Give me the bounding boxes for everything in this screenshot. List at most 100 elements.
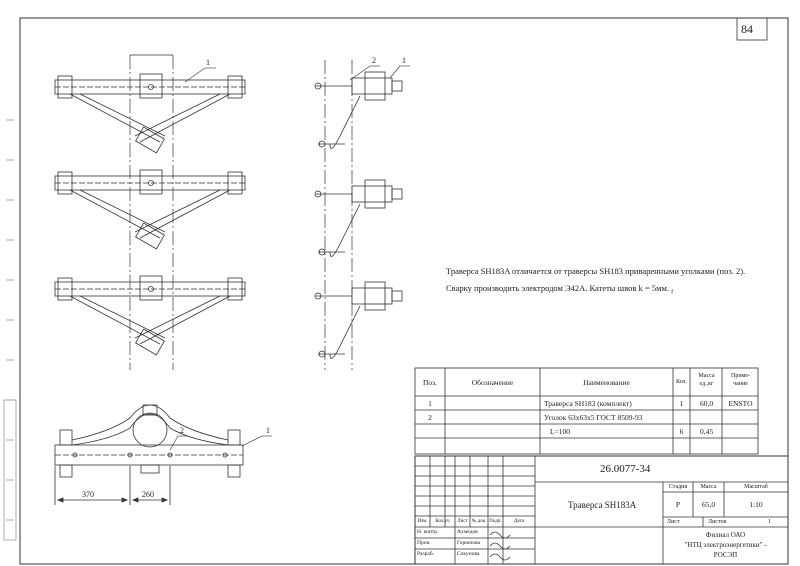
sheet-frame <box>19 17 789 565</box>
callout-2-plan: 2 <box>180 426 184 435</box>
side-nut <box>314 292 322 300</box>
side-brace <box>329 305 361 359</box>
side-lower-nut <box>318 140 326 148</box>
spec-cell-mass: 60,0 <box>699 399 714 408</box>
signer-name: Горюнова <box>457 540 480 546</box>
crossarm-side-1 <box>314 71 403 149</box>
bolt <box>148 84 154 90</box>
mass-label: Масса <box>700 484 717 490</box>
scale-value: 1:10 <box>749 500 763 509</box>
stage-label: Стадия <box>668 484 688 490</box>
title-block-grid <box>414 455 789 565</box>
brace-clamp <box>135 328 165 356</box>
sheet-number: 84 <box>741 22 753 36</box>
pole-clamp <box>139 73 163 99</box>
side-lower-nut <box>318 248 326 256</box>
spec-cell-qty: 6 <box>679 427 684 436</box>
callout-1-front: 1 <box>206 58 210 67</box>
leaders <box>169 65 410 451</box>
org-line-1: Филиал ОАО <box>705 531 746 539</box>
side-nut <box>314 190 322 198</box>
spec-header-designation: Обозначение <box>471 378 514 387</box>
note-line-2: Сварку производить электродом Э42А. Кате… <box>446 283 674 296</box>
crossarm-side-2 <box>314 179 403 257</box>
plan-view <box>54 404 244 505</box>
insulator-bracket-left <box>57 171 73 195</box>
note-subscript: f <box>671 289 674 296</box>
brace-clamp <box>135 222 165 250</box>
spec-cell-pos: 2 <box>428 413 432 422</box>
pole-side <box>324 60 353 370</box>
side-brace <box>329 203 361 257</box>
change-header-2: Лист <box>457 519 468 524</box>
signer-role: Н. контр. <box>417 529 439 535</box>
mass-value: 65,0 <box>701 500 716 509</box>
side-lower-nut <box>318 350 326 358</box>
signer-role: Разраб. <box>417 551 435 557</box>
side-beam <box>351 77 393 95</box>
spec-cell-mass: 0,45 <box>699 427 714 436</box>
spec-table-grid <box>414 367 759 455</box>
spec-header-name: Наименование <box>583 378 630 387</box>
spec-cell-note: ENSTO <box>728 399 753 408</box>
bolt <box>148 286 154 292</box>
sheets-count: 1 <box>768 519 771 525</box>
stage-value: Р <box>675 500 681 509</box>
change-header-4: Подп. <box>489 519 502 524</box>
drawing-title: Траверса SH183A <box>568 500 637 510</box>
bolt <box>148 180 154 186</box>
pole-clamp <box>139 275 163 301</box>
doc-code: 26.0077-34 <box>600 463 651 475</box>
sheets-label: Листов <box>708 519 727 525</box>
crossarm-front-2 <box>54 169 246 250</box>
callout-1-plan: 1 <box>266 426 270 435</box>
dimension-370: 370 <box>82 490 94 499</box>
spec-header-mass: Масса ед.,кг <box>698 373 715 387</box>
side-brace <box>329 95 361 149</box>
change-header-5: Дата <box>514 519 524 524</box>
spec-cell-qty: 1 <box>679 399 684 408</box>
spec-cell-name: Уголок 63х63х5 ГОСТ 8509-93 <box>544 413 643 422</box>
callout-1-side: 1 <box>402 56 406 65</box>
spec-cell-name: L=100 <box>550 427 571 436</box>
spec-header-qty: Кол. <box>675 379 688 385</box>
insulator-bracket-right <box>227 171 243 195</box>
spec-cell-pos: 1 <box>428 399 432 408</box>
side-nut <box>314 82 322 90</box>
side-insulator <box>364 281 386 311</box>
brace-left <box>69 93 166 143</box>
crossarm-side-3 <box>314 281 403 359</box>
spec-header-pos: Поз. <box>422 378 437 387</box>
brace-left <box>69 295 166 345</box>
sheet-number-box <box>736 17 768 41</box>
signer-name: Сокунова <box>457 551 480 557</box>
change-header-0: Изм. <box>417 519 428 524</box>
callout-2-side: 2 <box>372 56 376 65</box>
side-end-cap <box>391 80 403 92</box>
crossarm-front-1 <box>54 73 246 154</box>
crossarm-front-views <box>54 73 246 356</box>
side-beam <box>351 287 393 305</box>
signer-role: Пров. <box>417 540 431 546</box>
spec-header-note: Приме-чание <box>730 373 750 387</box>
change-header-3: № док. <box>471 519 487 524</box>
crossarm-side-views <box>314 71 403 359</box>
signer-name: Ахмедов <box>457 529 478 535</box>
insulator-bracket-right <box>227 75 243 99</box>
pole-front <box>129 54 174 370</box>
binding-marks <box>3 119 17 541</box>
org-line-3: РОСЭП <box>713 551 738 559</box>
dimension-260: 260 <box>142 490 154 499</box>
side-insulator <box>364 71 386 101</box>
brace-right <box>134 93 231 143</box>
sheet-label: Лист <box>667 519 680 525</box>
spec-cell-name: Траверса SH183 (комплект) <box>544 399 632 408</box>
brace-right <box>134 189 231 239</box>
side-beam <box>351 185 393 203</box>
brace-right <box>134 295 231 345</box>
side-end-cap <box>391 290 403 302</box>
side-end-cap <box>391 188 403 200</box>
brace-clamp <box>135 126 165 154</box>
